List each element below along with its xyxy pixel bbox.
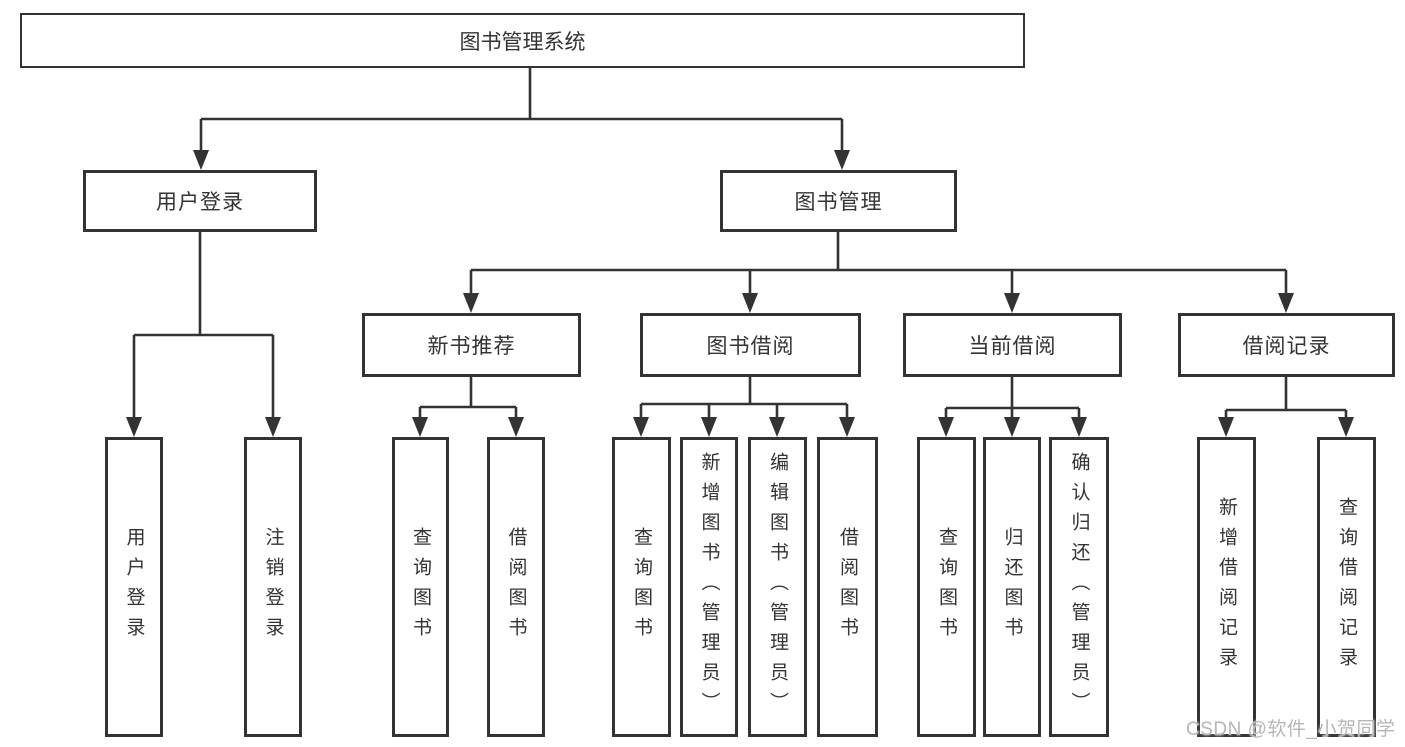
leaf-confirm-return-admin: 确认归还（管理员） [1049,437,1109,737]
node-current-borrowing: 当前借阅 [903,313,1122,377]
connector-borrow-records [1224,377,1348,418]
arrowhead [839,417,855,437]
arrowhead [1071,417,1087,437]
leaf-borrow-books-2: 借阅图书 [817,437,878,737]
arrowhead [742,293,758,313]
leaf-edit-books-admin: 编辑图书（管理员） [748,437,807,737]
arrowhead [508,417,524,437]
leaf-borrow-books-1: 借阅图书 [487,437,545,737]
arrowhead [938,417,954,437]
arrowhead [193,150,209,170]
csdn-watermark: CSDN @软件_小贺同学 [1186,719,1396,740]
connector-user-login [132,232,275,418]
arrowhead [463,293,479,313]
arrowhead [834,150,850,170]
leaf-search-borrow-record: 查询借阅记录 [1317,437,1376,737]
arrowhead [769,417,785,437]
arrowhead [1004,293,1020,313]
node-user-login: 用户登录 [83,170,317,232]
arrowhead [412,417,428,437]
leaf-add-books-admin: 新增图书（管理员） [680,437,738,737]
leaf-return-books: 归还图书 [983,437,1041,737]
arrowhead [1338,417,1354,437]
leaf-add-borrow-record: 新增借阅记录 [1197,437,1256,737]
leaf-search-books-3: 查询图书 [917,437,976,737]
connector-book-borrow [639,377,849,418]
arrowhead [1278,293,1294,313]
leaf-user-login: 用户登录 [105,437,163,737]
arrowhead [701,417,717,437]
arrowhead [126,417,142,437]
connector-book-mgmt [469,232,1288,294]
node-new-book-recommend: 新书推荐 [362,313,581,377]
leaf-logout: 注销登录 [244,437,302,737]
connector-current-borrow [944,377,1081,418]
arrowhead [633,417,649,437]
node-borrowing-records: 借阅记录 [1178,313,1395,377]
connector-root [199,68,844,151]
node-book-management: 图书管理 [720,170,957,232]
arrowhead [1004,417,1020,437]
leaf-search-books-2: 查询图书 [612,437,671,737]
arrowhead [265,417,281,437]
node-root-title: 图书管理系统 [20,13,1025,68]
connector-new-books [418,377,518,418]
node-book-borrowing: 图书借阅 [640,313,861,377]
arrowhead [1218,417,1234,437]
leaf-search-books-1: 查询图书 [392,437,449,737]
